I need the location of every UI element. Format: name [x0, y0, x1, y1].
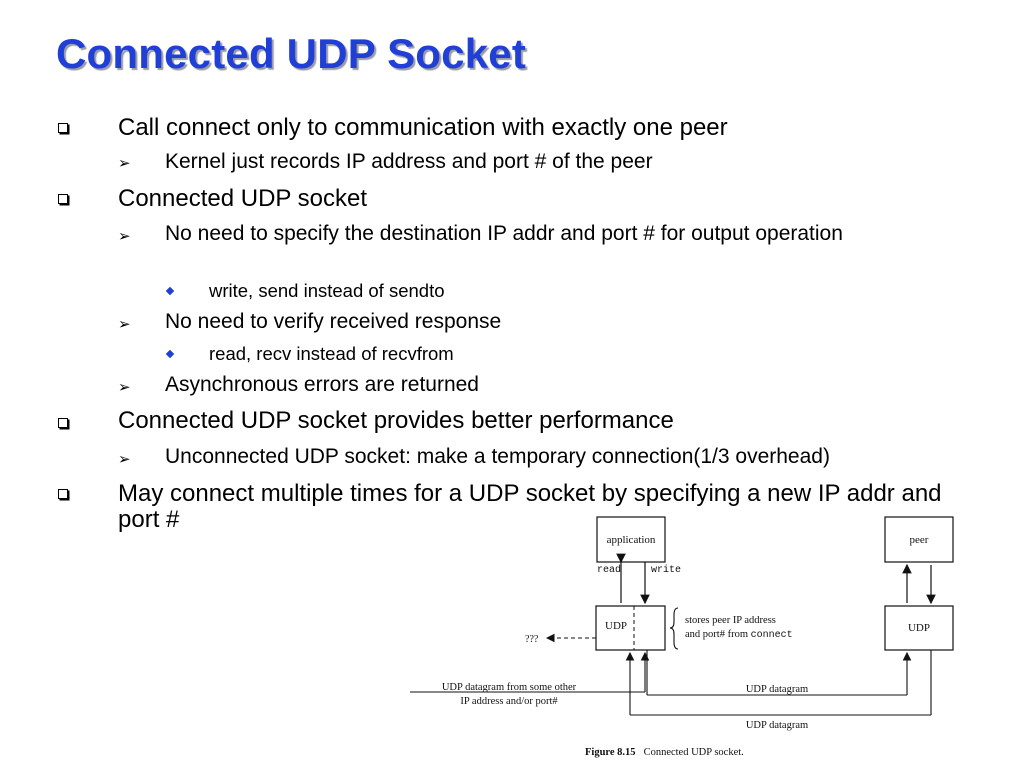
subbullet-unconnected-overhead: Unconnected UDP socket: make a temporary… [165, 445, 830, 468]
connected-udp-figure: application peer read write UDP stores p… [410, 516, 954, 758]
figure-caption-text: Connected UDP socket. [644, 747, 744, 758]
read-label: read [597, 564, 621, 576]
write-label: write [651, 564, 681, 576]
stores-line1: stores peer IP address [685, 615, 776, 626]
subbullet-no-verify: No need to verify received response [165, 310, 502, 333]
application-box [596, 516, 666, 563]
subbullet-async-errors: Asynchronous errors are returned [165, 373, 479, 396]
application-label: application [607, 534, 656, 546]
square-bullet-icon [58, 194, 68, 204]
udp-box-peer [884, 605, 954, 651]
arrow-bullet-icon: ➢ [118, 316, 131, 333]
diamond-bullet-icon [165, 286, 175, 296]
square-bullet-icon [58, 489, 68, 499]
udp-local-label: UDP [605, 620, 627, 632]
subbullet-no-destination: No need to specify the destination IP ad… [165, 222, 843, 245]
brace-shape [669, 607, 679, 650]
bullet-call-connect: Call connect only to communication with … [118, 114, 728, 141]
svg-text:and port# from connect: and port# from connect [685, 629, 793, 641]
arrow-bullet-icon: ➢ [118, 379, 131, 396]
diamond-bullet-icon [165, 349, 175, 359]
peer-label: peer [910, 534, 929, 546]
square-bullet-icon [58, 123, 68, 133]
stores-line2-prefix: and port# from [685, 629, 751, 640]
arrow-bullet-icon: ➢ [118, 451, 131, 468]
datagram-bottom-label: UDP datagram [746, 720, 808, 731]
arrow-bullet-icon: ➢ [118, 228, 131, 245]
square-bullet-icon [58, 418, 68, 428]
other-line1: UDP datagram from some other [442, 682, 577, 693]
arrow-bullet-icon: ➢ [118, 155, 131, 172]
subbullet-kernel-records: Kernel just records IP address and port … [165, 150, 653, 173]
other-line2: IP address and/or port# [460, 696, 558, 707]
udp-peer-label: UDP [908, 622, 930, 634]
unknown-label: ??? [525, 634, 539, 645]
slide-title: Connected UDP Socket [56, 30, 526, 77]
datagram-top-label: UDP datagram [746, 684, 808, 695]
stores-connect-code: connect [751, 630, 793, 641]
subsubbullet-write-send: write, send instead of sendto [209, 280, 445, 301]
peer-box [884, 516, 954, 563]
bullet-connected-udp: Connected UDP socket [118, 185, 368, 212]
subsubbullet-read-recv: read, recv instead of recvfrom [209, 343, 454, 364]
bullet-connect-multiple: May connect multiple times for a UDP soc… [118, 480, 942, 533]
bullet-better-performance: Connected UDP socket provides better per… [118, 407, 674, 434]
udp-box-local [595, 605, 666, 651]
figure-caption-label: Figure 8.15 [585, 747, 636, 758]
